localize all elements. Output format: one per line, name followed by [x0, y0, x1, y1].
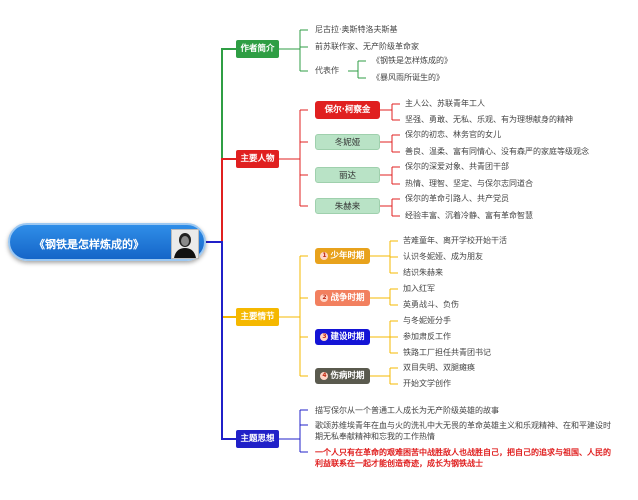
- stage-construction-number-icon: 3: [320, 332, 329, 341]
- author-work-2: 《暴风雨所诞生的》: [372, 73, 444, 82]
- author-work-1: 《钢铁是怎样炼成的》: [372, 56, 452, 65]
- stage-youth-item-2: 认识冬妮娅、成为朋友: [403, 252, 483, 261]
- root-to-branch-1: [206, 158, 236, 243]
- theme-item-3: 一个人只有在革命的艰难困苦中战胜敌人也战胜自己，把自己的追求与祖国、人民的利益联…: [315, 448, 611, 468]
- branch-author-label: 作者简介: [240, 44, 275, 54]
- character-tonya-line-1: 保尔的初恋、林务官的女儿: [405, 130, 501, 139]
- stage-war-number-icon: 2: [320, 293, 329, 302]
- character-rita-name: 丽达: [338, 171, 356, 181]
- stage-youth-item-3: 结识朱赫来: [403, 268, 443, 277]
- stage-war-item-2: 英勇战斗、负伤: [403, 300, 459, 309]
- author-identity: 前苏联作家、无产阶级革命家: [315, 42, 419, 51]
- author-name: 尼古拉·奥斯特洛夫斯基: [315, 25, 398, 34]
- stage-war-item-1: 加入红军: [403, 284, 435, 293]
- branch-characters-label: 主要人物: [240, 154, 275, 164]
- stage-construction-label: 建设时期: [330, 332, 365, 342]
- stage-construction-item-3: 铁路工厂担任共青团书记: [403, 348, 491, 357]
- character-rita-line-2: 热情、理智、坚定、与保尔志同道合: [405, 179, 533, 188]
- character-tonya-line-2: 善良、温柔、富有同情心、没有森严的家庭等级观念: [405, 147, 589, 156]
- character-zhukhrai-line-1: 保尔的革命引路人、共产党员: [405, 194, 509, 203]
- stage-war-label: 战争时期: [330, 293, 365, 303]
- branch-characters[interactable]: 主要人物: [236, 150, 279, 168]
- character-tonya-name: 冬妮娅: [334, 138, 361, 148]
- character-zhukhrai-name: 朱赫来: [334, 202, 361, 212]
- root-topic[interactable]: 《钢铁是怎样炼成的》: [8, 223, 206, 261]
- stage-youth-number-icon: 1: [320, 251, 329, 260]
- root-to-branch-3: [206, 241, 236, 440]
- theme-item-2: 歌颂苏维埃青年在血与火的洗礼中大无畏的革命英雄主义和乐观精神、在和平建设时期无私…: [315, 421, 611, 441]
- character-zhukhrai-line-2: 经验丰富、沉着冷静、富有革命智慧: [405, 211, 533, 220]
- branch-author[interactable]: 作者简介: [236, 40, 279, 58]
- character-rita[interactable]: 丽达: [315, 167, 380, 183]
- branch-theme-label: 主题思想: [240, 434, 275, 444]
- stage-construction-item-1: 与冬妮娅分手: [403, 316, 451, 325]
- character-pavel-name: 保尔·柯察金: [324, 105, 371, 115]
- character-pavel-line-1: 主人公、苏联青年工人: [405, 99, 485, 108]
- author-portrait-icon: [171, 229, 199, 259]
- theme-item-1: 描写保尔从一个普通工人成长为无产阶级英雄的故事: [315, 406, 499, 415]
- root-title: 《钢铁是怎样炼成的》: [34, 238, 144, 251]
- stage-illness-number-icon: 4: [320, 371, 329, 380]
- branch-plot[interactable]: 主要情节: [236, 308, 279, 326]
- stage-illness-label: 伤病时期: [330, 371, 365, 381]
- branch-plot-label: 主要情节: [240, 312, 275, 322]
- stage-illness-item-1: 双目失明、双腿瘫痪: [403, 363, 475, 372]
- stage-youth-item-1: 苦难童年、离开学校开始干活: [403, 236, 507, 245]
- character-tonya[interactable]: 冬妮娅: [315, 134, 380, 150]
- author-works-label: 代表作: [315, 66, 339, 75]
- stage-construction-item-2: 参加肃反工作: [403, 332, 451, 341]
- character-zhukhrai[interactable]: 朱赫来: [315, 198, 380, 214]
- character-pavel[interactable]: 保尔·柯察金: [315, 101, 380, 119]
- character-rita-line-1: 保尔的深爱对象、共青团干部: [405, 162, 509, 171]
- stage-youth-label: 少年时期: [330, 251, 365, 261]
- branch-theme[interactable]: 主题思想: [236, 430, 279, 448]
- character-pavel-line-2: 坚强、勇敢、无私、乐观、有为理想献身的精神: [405, 115, 573, 124]
- stage-illness-item-2: 开始文学创作: [403, 379, 451, 388]
